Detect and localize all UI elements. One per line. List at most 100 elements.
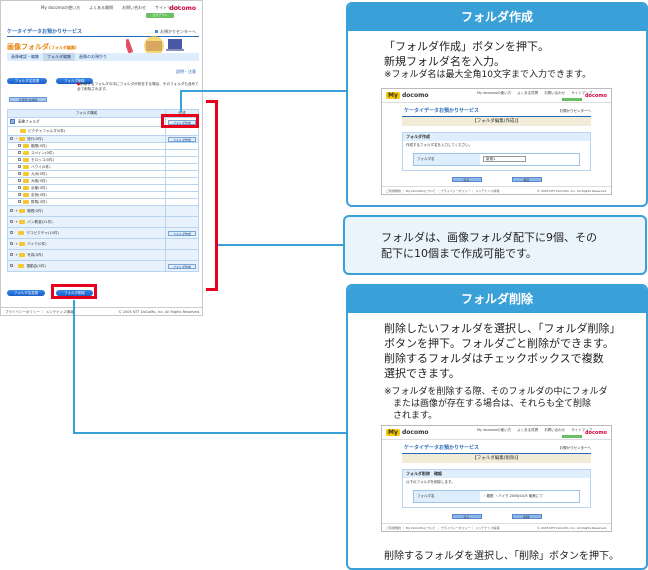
delete-button: 削除 xyxy=(511,514,542,519)
select-all-button[interactable]: 全選択/全解除 xyxy=(9,97,47,102)
folder-checkbox[interactable] xyxy=(18,186,21,189)
delete-caption: 削除するフォルダを選択し、「削除」ボタンを押下。 xyxy=(384,551,619,562)
delete-folder-button-top[interactable]: フォルダ削除 xyxy=(56,78,93,84)
panel-body: 「フォルダ作成」ボタンを押下。 新規フォルダ名を入力。 ※フォルダ名は最大全角1… xyxy=(348,31,646,81)
mini-footer: ご利用規約 ｜ My DoCoMoについて ｜ プライバシーポリシー ｜ メンテ… xyxy=(382,523,611,531)
folder-checkbox[interactable] xyxy=(18,151,21,154)
table-row: ハワイ(0件) xyxy=(7,163,199,171)
instruction-line: 選択できます。 xyxy=(384,367,460,380)
table-row: 箱根(0件) xyxy=(7,142,199,150)
maintenance-link[interactable]: メンテナンス情報 xyxy=(45,310,74,314)
rename-folder-button[interactable]: フォルダ名変更 xyxy=(7,78,47,84)
folder-limit-info: フォルダは、画像フォルダ配下に9個、その 配下に10個まで作成可能です。 xyxy=(343,215,647,275)
create-folder-button[interactable]: フォルダ作成 xyxy=(168,230,196,236)
folder-checkbox[interactable] xyxy=(18,200,21,203)
folder-icon xyxy=(23,143,29,148)
page-title-text: 画像フォルダ xyxy=(7,43,49,51)
folder-checkbox[interactable] xyxy=(18,172,21,175)
warning-text: 削除するフォルダの中にフォルダが存在する場合、そのフォルダも含めて全て削除されま… xyxy=(77,82,199,91)
folder-checkbox[interactable] xyxy=(10,264,13,267)
folder-label: 大阪(0件) xyxy=(31,178,47,183)
folder-checkbox[interactable] xyxy=(10,242,13,245)
delete-folder-button-bottom[interactable]: フォルダ削除 xyxy=(56,290,93,296)
folder-checkbox[interactable] xyxy=(18,165,21,168)
tab-image-edit[interactable]: 画像確認・編集 xyxy=(11,54,39,59)
delete-screen-thumbnail: My docomo My docomoの使い方よくある質問お問い合わせサイトマッ… xyxy=(381,425,612,532)
help-link[interactable]: 説明・注意 xyxy=(176,69,196,74)
folder-checkbox[interactable] xyxy=(10,209,13,212)
collapse-icon[interactable]: − xyxy=(15,136,19,141)
note-text: または画像が存在する場合は、それらも全て削除 xyxy=(384,399,592,409)
field-label: フォルダ名 xyxy=(414,491,480,502)
mini-header: My docomo My docomoの使い方よくある質問お問い合わせサイトマッ… xyxy=(382,89,611,103)
folder-label: デコピクチャ(10件) xyxy=(26,230,59,235)
folder-icon xyxy=(19,252,26,257)
folder-icon xyxy=(19,241,26,246)
folder-checkbox[interactable] xyxy=(10,253,13,256)
docomo-wordmark: docomo xyxy=(402,429,429,436)
nav-link[interactable]: お問い合わせ xyxy=(122,5,147,10)
folder-checkbox[interactable] xyxy=(18,158,21,161)
folder-label: バイク(0件) xyxy=(27,241,47,246)
create-folder-button[interactable]: フォルダ作成 xyxy=(168,136,196,142)
connector-line xyxy=(180,90,348,92)
folder-checkbox[interactable] xyxy=(10,231,13,234)
service-title: ケータイデータお預かりサービス xyxy=(404,108,480,114)
note-text: ※フォルダを削除する際、そのフォルダの中にフォルダ xyxy=(384,387,608,397)
table-row: スペイン(0件) xyxy=(7,149,199,157)
footer-links: ご利用規約 ｜ My DoCoMoについて ｜ プライバシーポリシー ｜ メンテ… xyxy=(386,526,500,530)
folder-icon xyxy=(19,208,26,213)
logout-button xyxy=(562,435,582,438)
center-link-label: お預かりセンターへ xyxy=(160,29,196,34)
service-title: ケータイデータお預かりサービス xyxy=(7,29,83,35)
tab-folder-edit[interactable]: フォルダ編集 xyxy=(43,53,75,61)
folder-label: 運動会(0件) xyxy=(26,263,46,268)
folder-icon xyxy=(23,171,29,176)
logout-button xyxy=(562,98,582,101)
panel-title: フォルダ削除 xyxy=(348,286,646,313)
create-folder-button[interactable]: フォルダ作成 xyxy=(168,119,196,125)
back-button: 戻る xyxy=(451,177,482,182)
logout-button[interactable]: ログアウト xyxy=(146,13,174,18)
folder-label: スペイン(0件) xyxy=(31,150,54,155)
center-link: お預かりセンターへ xyxy=(559,446,592,450)
tab-bar: 画像確認・編集 フォルダ編集 画像のお預かり xyxy=(7,53,199,61)
nav-link[interactable]: My docomoの使い方 xyxy=(41,5,81,10)
create-screen-thumbnail: My docomo My docomoの使い方よくある質問お問い合わせサイトマッ… xyxy=(381,88,612,195)
connector-line xyxy=(73,300,75,434)
nav-link[interactable]: サイトマップ xyxy=(155,5,180,10)
folder-icon xyxy=(19,136,26,141)
folder-checkbox[interactable] xyxy=(18,179,21,182)
note-text: ※フォルダ名は最大全角10文字まで入力できます。 xyxy=(384,70,592,80)
instruction-line: 「フォルダ作成」ボタンを押下。 xyxy=(384,40,549,53)
center-link[interactable]: お預かりセンターへ xyxy=(155,29,196,35)
rename-folder-button-bottom[interactable]: フォルダ名変更 xyxy=(7,290,45,296)
expand-icon[interactable]: + xyxy=(15,219,19,224)
folder-checkbox[interactable] xyxy=(10,220,13,223)
nav-link[interactable]: よくある質問 xyxy=(89,5,114,10)
folder-checkbox[interactable] xyxy=(18,144,21,147)
table-row: 九州(0件) xyxy=(7,170,199,178)
table-row: 群馬(0件) xyxy=(7,198,199,206)
confirm-button: 確定 xyxy=(511,177,542,182)
note-text: されます。 xyxy=(384,411,438,421)
folder-icon xyxy=(23,199,29,204)
folder-label: 奈良(0件) xyxy=(31,192,47,197)
instruction-line: ボタンを押下。フォルダごと削除ができます。 xyxy=(384,337,614,350)
folder-checkbox[interactable] xyxy=(18,193,21,196)
form-row: フォルダ名・箱根 ・バイク 2006/10/5 奄美にて xyxy=(413,490,580,503)
service-title: ケータイデータお預かりサービス xyxy=(404,445,480,451)
tab-image-upload[interactable]: 画像のお預かり xyxy=(79,54,107,59)
expand-icon[interactable]: + xyxy=(15,252,19,257)
folder-checkbox[interactable] xyxy=(10,137,13,140)
privacy-link[interactable]: プライバシーポリシー xyxy=(5,310,40,314)
page-title: 画像フォルダ(フォルダ編集) xyxy=(7,42,77,52)
expand-icon[interactable]: + xyxy=(15,208,19,213)
create-folder-button[interactable]: フォルダ作成 xyxy=(168,263,196,269)
table-row: 大阪(0件) xyxy=(7,177,199,185)
expand-icon[interactable]: + xyxy=(15,241,19,246)
highlight-bracket xyxy=(206,100,218,291)
nav-link: お問い合わせ xyxy=(544,91,566,95)
connector-line xyxy=(218,244,346,246)
folder-label: ピクチャフォルダ(0件) xyxy=(28,128,66,133)
